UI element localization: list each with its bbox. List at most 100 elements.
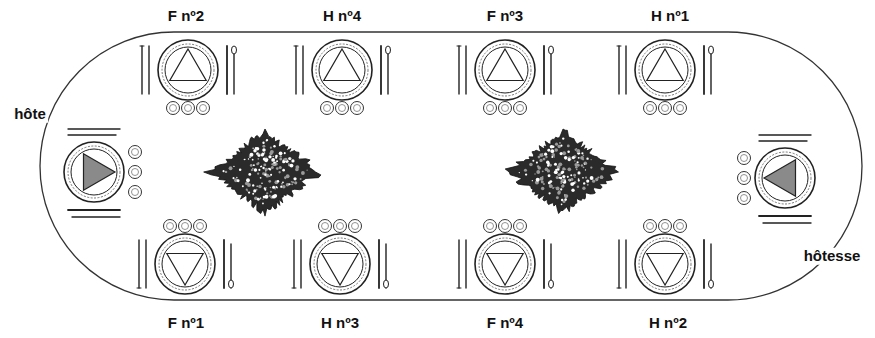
napkin [322, 254, 358, 286]
flower-texture [580, 156, 584, 160]
flower-texture [266, 192, 268, 194]
cutlery [458, 46, 459, 94]
flower-texture [554, 187, 555, 188]
cutlery [148, 46, 149, 94]
flower-texture [547, 162, 550, 165]
flower-texture [276, 167, 279, 170]
flower-texture [582, 187, 585, 190]
flower-texture [532, 160, 534, 162]
cutlery [68, 209, 120, 211]
flower-texture [279, 151, 283, 155]
flower-texture [592, 180, 595, 183]
plate [155, 234, 215, 294]
flower-texture [270, 187, 272, 189]
plate-rim [159, 238, 211, 290]
flower-texture [549, 184, 553, 188]
flower-texture [252, 193, 254, 195]
flower-texture [266, 140, 267, 141]
flower-texture [543, 158, 546, 161]
flower-texture [565, 194, 569, 198]
flower-texture [262, 199, 263, 200]
flower-texture [275, 157, 277, 159]
glass-rim [517, 223, 524, 230]
flower-texture [264, 174, 266, 176]
flower-texture [261, 153, 264, 156]
glass-rim [182, 223, 189, 230]
cutlery [380, 46, 382, 94]
plate-inner [482, 47, 528, 93]
plate-inner [762, 155, 808, 201]
flower-texture [268, 180, 271, 183]
cutlery [295, 46, 296, 94]
flower-texture [264, 152, 265, 153]
glass [167, 102, 180, 115]
glass-rim [662, 223, 669, 230]
guest-label: F nº2 [166, 8, 206, 25]
napkin [487, 49, 523, 81]
flower-texture [570, 174, 572, 176]
plate-rim [479, 44, 531, 96]
spoon [709, 46, 714, 54]
flower-texture [257, 158, 259, 160]
flower-texture [274, 180, 278, 184]
flower-texture [276, 160, 278, 162]
flower-texture [585, 177, 587, 179]
flower-texture [244, 159, 245, 160]
flower-texture [558, 162, 562, 166]
cutlery [617, 288, 621, 289]
flower-texture [564, 156, 568, 160]
glass-rim [339, 105, 346, 112]
cutlery [300, 240, 301, 288]
host-label: hôtesse [802, 248, 863, 265]
glass [484, 102, 497, 115]
flower-texture [576, 161, 578, 163]
glass [349, 220, 362, 233]
flower-texture [291, 183, 293, 185]
plate-rim [314, 238, 366, 290]
cutlery [294, 46, 298, 47]
glass-rim [170, 105, 177, 112]
cutlery [302, 46, 303, 94]
flower-texture [295, 165, 299, 169]
cutlery [140, 46, 144, 47]
plate-rim [162, 44, 214, 96]
flower-texture [524, 169, 527, 172]
flower-texture [539, 159, 542, 162]
flower-texture [263, 196, 266, 199]
flower-texture [262, 167, 264, 169]
flower-texture [272, 195, 276, 199]
glass [738, 172, 751, 185]
flower-texture [562, 167, 565, 170]
flower-texture [574, 176, 576, 178]
flower-texture [262, 142, 264, 144]
flower-texture [258, 169, 260, 171]
flower-texture [532, 180, 533, 181]
flower-texture [288, 183, 290, 185]
spoon [709, 280, 714, 288]
flower-texture [578, 179, 580, 181]
glass [674, 220, 687, 233]
flower-texture [553, 156, 555, 158]
glass-rim [322, 223, 329, 230]
plate-rim [316, 44, 368, 96]
flower-texture [248, 191, 250, 193]
cutlery [763, 222, 811, 223]
flower-texture [252, 159, 254, 161]
flower-texture [250, 164, 253, 167]
flower-texture [251, 169, 253, 171]
cutlery [550, 50, 551, 94]
spoon [549, 46, 554, 54]
plate-inner [71, 149, 117, 195]
flower-texture [557, 191, 560, 194]
flower-texture [258, 154, 261, 157]
flower-texture [266, 139, 268, 141]
flower-texture [269, 175, 271, 177]
flower-texture [252, 184, 254, 186]
glass [321, 102, 334, 115]
napkin [167, 254, 203, 286]
flower-texture [562, 137, 564, 139]
napkin [647, 49, 683, 81]
flower-texture [290, 164, 294, 168]
flower-texture [242, 185, 244, 187]
flower-texture [554, 163, 557, 166]
